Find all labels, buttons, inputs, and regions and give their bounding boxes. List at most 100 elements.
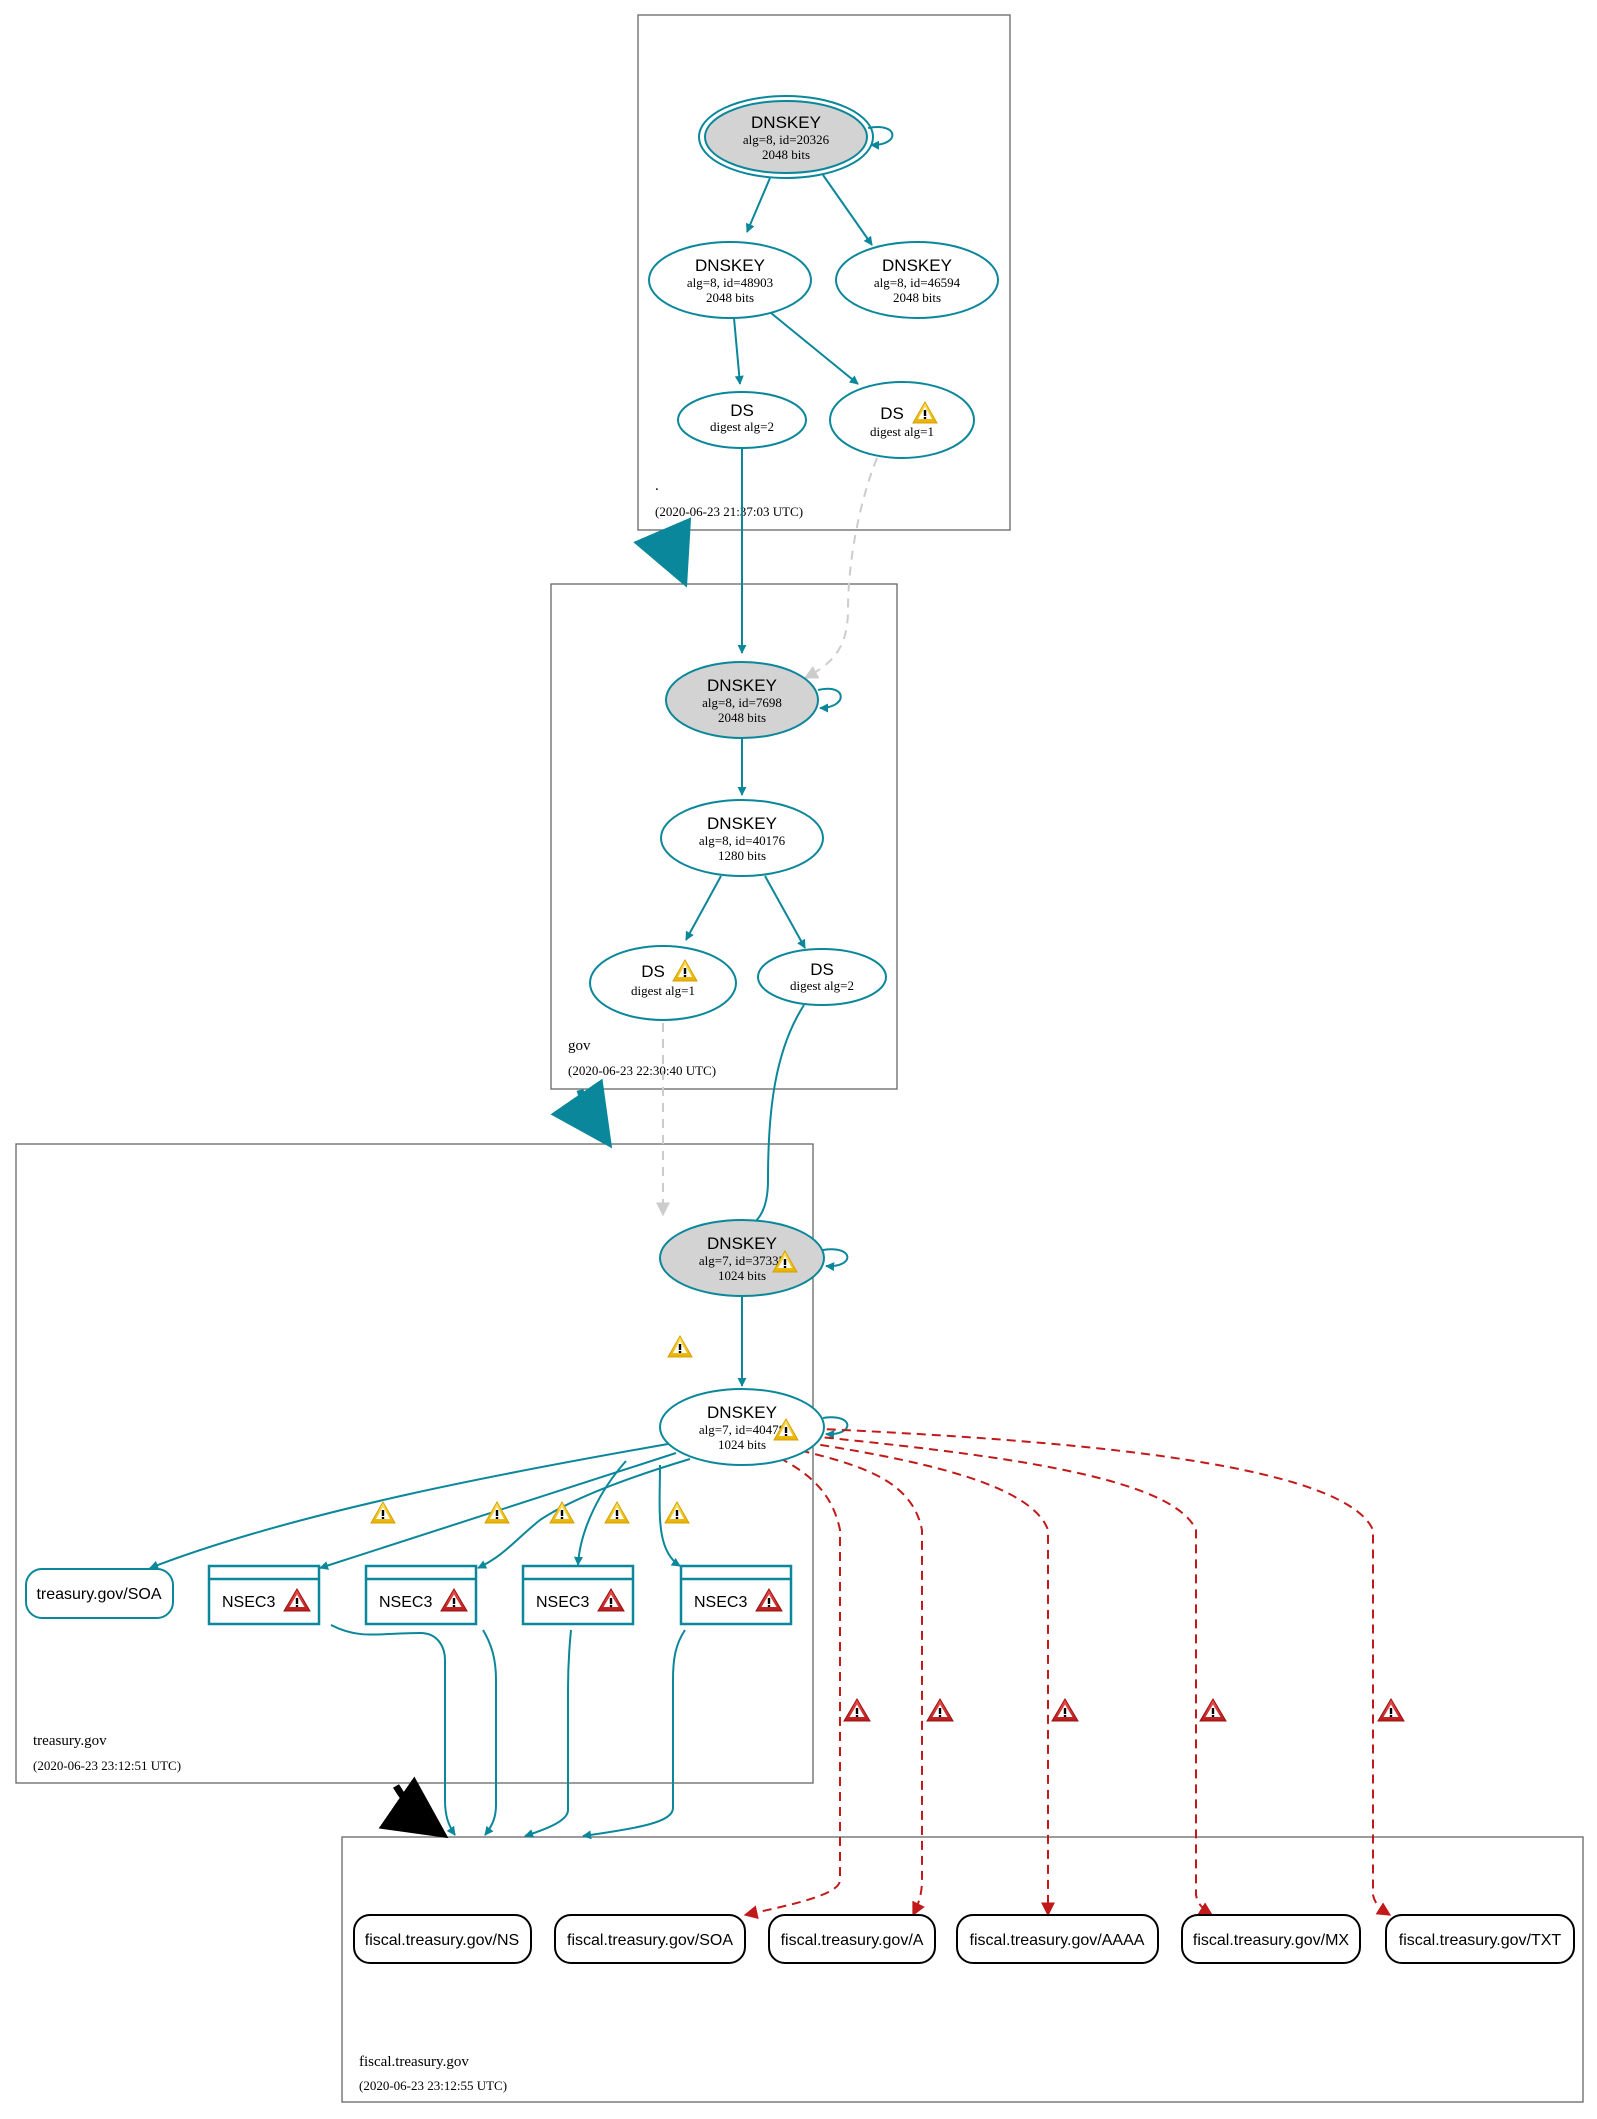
rrset-label: fiscal.treasury.gov/TXT [1399, 1932, 1562, 1949]
nsec3-label: NSEC3 [694, 1594, 747, 1611]
node-detail: digest alg=1 [870, 424, 934, 439]
edge-zsk-nsec3-4 [658, 1464, 681, 1567]
edge-nsec3-4-fiscal [582, 1629, 686, 1840]
node-bits: 1024 bits [718, 1437, 766, 1452]
edge-zsk-nsec3-2 [477, 1458, 691, 1569]
node-treasury-zsk[interactable]: DNSKEY alg=7, id=40478 1024 bits [659, 1388, 825, 1466]
node-detail: alg=7, id=37335 [699, 1253, 785, 1268]
node-fiscal-mx[interactable]: fiscal.treasury.gov/MX [1181, 1914, 1361, 1964]
node-title: DS [880, 404, 904, 423]
node-bits: 2048 bits [762, 147, 810, 162]
node-detail: alg=8, id=46594 [874, 275, 961, 290]
edge-zsk-fiscal-a [741, 1436, 925, 1917]
delegation-root-gov [633, 517, 692, 588]
edge-treasury-ksk-self [822, 1248, 849, 1272]
node-gov-ksk[interactable]: DNSKEY alg=8, id=7698 2048 bits [665, 661, 819, 739]
node-nsec3-4[interactable]: NSEC3 [679, 1564, 793, 1626]
node-nsec3-3[interactable]: NSEC3 [521, 1564, 635, 1626]
rrset-label: fiscal.treasury.gov/MX [1193, 1932, 1350, 1949]
node-detail: alg=8, id=7698 [702, 695, 782, 710]
zone-box [341, 1836, 1584, 2103]
error-icon[interactable] [1199, 1698, 1227, 1722]
node-gov-ds-2[interactable]: DS digest alg=2 [677, 391, 807, 449]
zone-timestamp: (2020-06-23 22:30:40 UTC) [568, 1063, 716, 1078]
edge-zsk48903-ds2 [733, 317, 744, 385]
node-bits: 2048 bits [718, 710, 766, 725]
edge-zsk-nsec3-1 [319, 1452, 677, 1570]
edge-treasury-zsk-self [822, 1416, 849, 1440]
node-bits: 1024 bits [718, 1268, 766, 1283]
zone-name: gov [568, 1038, 591, 1054]
nsec3-label: NSEC3 [379, 1594, 432, 1611]
node-root-zsk-46594[interactable]: DNSKEY alg=8, id=46594 2048 bits [835, 241, 999, 319]
node-title: DS [730, 401, 754, 420]
nsec3-label: NSEC3 [222, 1594, 275, 1611]
node-title: DNSKEY [707, 676, 777, 695]
zone-fiscal: fiscal.treasury.gov (2020-06-23 23:12:55… [341, 1836, 1584, 2103]
edge-nsec3-1-fiscal [330, 1624, 456, 1836]
edge-root-ksk-zsk48903 [746, 177, 771, 233]
node-detail: alg=8, id=40176 [699, 833, 786, 848]
node-title: DNSKEY [882, 256, 952, 275]
node-detail: digest alg=2 [710, 419, 774, 434]
node-fiscal-soa[interactable]: fiscal.treasury.gov/SOA [554, 1914, 746, 1964]
edge-zsk-treasury-soa [149, 1443, 669, 1570]
zone-name: fiscal.treasury.gov [359, 2054, 469, 2070]
node-root-ksk[interactable]: DNSKEY alg=8, id=20326 2048 bits [698, 95, 874, 179]
node-nsec3-1[interactable]: NSEC3 [207, 1564, 321, 1626]
rrset-label: fiscal.treasury.gov/NS [365, 1932, 519, 1949]
rrset-label: fiscal.treasury.gov/SOA [567, 1932, 733, 1949]
node-title: DS [641, 962, 665, 981]
node-fiscal-txt[interactable]: fiscal.treasury.gov/TXT [1385, 1914, 1575, 1964]
node-title: DNSKEY [695, 256, 765, 275]
node-fiscal-a[interactable]: fiscal.treasury.gov/A [768, 1914, 936, 1964]
node-title: DNSKEY [707, 1403, 777, 1422]
rrset-label: treasury.gov/SOA [36, 1586, 161, 1603]
node-treasury-ds-1[interactable]: DS digest alg=1 [589, 945, 737, 1021]
node-detail: digest alg=2 [790, 978, 854, 993]
edge-nsec3-3-fiscal [524, 1629, 572, 1838]
edge-gov-zsk-ds1 [685, 875, 722, 941]
node-title: DS [810, 960, 834, 979]
error-icon[interactable] [926, 1698, 954, 1722]
delegation-treasury-fiscal [378, 1776, 449, 1839]
node-gov-zsk[interactable]: DNSKEY alg=8, id=40176 1280 bits [660, 799, 824, 877]
error-icon[interactable] [1051, 1698, 1079, 1722]
node-title: DNSKEY [707, 1234, 777, 1253]
node-treasury-soa[interactable]: treasury.gov/SOA [25, 1568, 174, 1619]
node-bits: 2048 bits [893, 290, 941, 305]
zone-timestamp: (2020-06-23 23:12:51 UTC) [33, 1758, 181, 1773]
node-fiscal-ns[interactable]: fiscal.treasury.gov/NS [353, 1914, 532, 1964]
edge-gov-ksk-self [817, 687, 842, 713]
node-detail: alg=8, id=20326 [743, 132, 830, 147]
edge-ds1-gov-ksk [803, 457, 878, 679]
zone-timestamp: (2020-06-23 23:12:55 UTC) [359, 2078, 507, 2093]
edge-nsec3-2-fiscal [482, 1629, 497, 1836]
rrset-label: fiscal.treasury.gov/AAAA [970, 1932, 1145, 1949]
error-icon[interactable] [1377, 1698, 1405, 1722]
edge-root-ksk-zsk46594 [822, 174, 873, 246]
edge-zsk-fiscal-mx [749, 1429, 1214, 1916]
node-root-zsk-48903[interactable]: DNSKEY alg=8, id=48903 2048 bits [648, 241, 812, 319]
node-treasury-ksk[interactable]: DNSKEY alg=7, id=37335 1024 bits [659, 1219, 825, 1297]
delegation-gov-treasury [550, 1078, 613, 1149]
node-title: DNSKEY [707, 814, 777, 833]
node-treasury-ds-2[interactable]: DS digest alg=2 [757, 948, 887, 1006]
error-icon[interactable] [843, 1698, 871, 1722]
edge-root-ksk-self [867, 126, 894, 150]
node-title: DNSKEY [751, 113, 821, 132]
node-fiscal-aaaa[interactable]: fiscal.treasury.gov/AAAA [956, 1914, 1159, 1964]
node-bits: 1280 bits [718, 848, 766, 863]
rrset-label: fiscal.treasury.gov/A [781, 1932, 924, 1949]
edge-gov-zsk-ds2 [764, 875, 806, 949]
zone-name: . [655, 478, 659, 494]
edge-zsk-nsec3-3 [573, 1460, 627, 1566]
node-gov-ds-1[interactable]: DS digest alg=1 [829, 381, 975, 459]
zone-name: treasury.gov [33, 1733, 107, 1749]
node-detail: alg=7, id=40478 [699, 1422, 785, 1437]
node-detail: alg=8, id=48903 [687, 275, 773, 290]
nsec3-label: NSEC3 [536, 1594, 589, 1611]
node-detail: digest alg=1 [631, 983, 695, 998]
node-nsec3-2[interactable]: NSEC3 [364, 1564, 478, 1626]
